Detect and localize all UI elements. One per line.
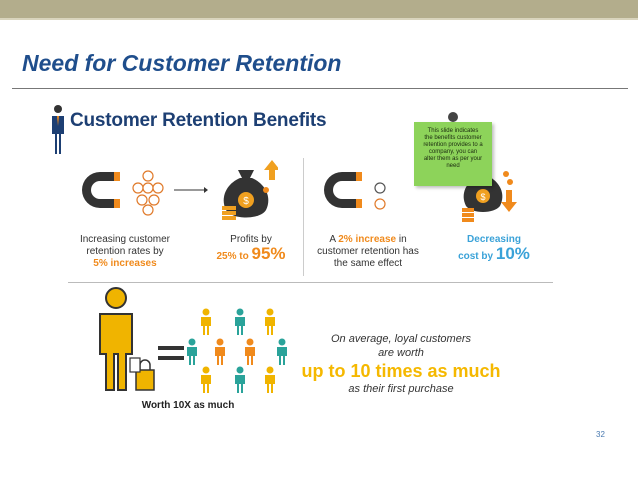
slide-title: Need for Customer Retention <box>22 50 342 76</box>
money-bag-up-icon: $ <box>222 160 278 220</box>
title-divider <box>12 88 628 89</box>
caption-decreasing-cost: Decreasing cost by 10% <box>458 234 530 263</box>
svg-text:$: $ <box>243 196 249 207</box>
customer-crowd-icon <box>187 308 287 393</box>
page-number: 32 <box>596 430 605 439</box>
top-bar-accent <box>0 18 638 20</box>
row-divider <box>68 282 553 283</box>
caption-two-percent: A 2% increase in customer retention has … <box>317 234 419 269</box>
pin-icon <box>448 112 458 122</box>
shopper-icon <box>99 287 155 391</box>
worth-label: Worth 10X as much <box>141 400 235 411</box>
infographic: Customer Retention Benefits Increasing c… <box>48 100 560 418</box>
sticky-note: This slide indicates the benefits custom… <box>414 122 492 186</box>
top-bar <box>0 0 638 18</box>
businessman-icon <box>52 105 64 154</box>
magnet-person-icon <box>324 172 386 210</box>
magnet-people-icon <box>82 170 208 216</box>
caption-retention-rates: Increasing customer retention rates by 5… <box>79 234 171 269</box>
loyal-customers-text: On average, loyal customers are worth up… <box>301 333 501 395</box>
caption-profits: Profits by 25% to 95% <box>216 234 286 263</box>
infographic-banner: Customer Retention Benefits <box>70 110 327 131</box>
svg-text:$: $ <box>480 192 485 202</box>
equals-icon <box>158 346 184 360</box>
column-divider <box>303 158 304 276</box>
